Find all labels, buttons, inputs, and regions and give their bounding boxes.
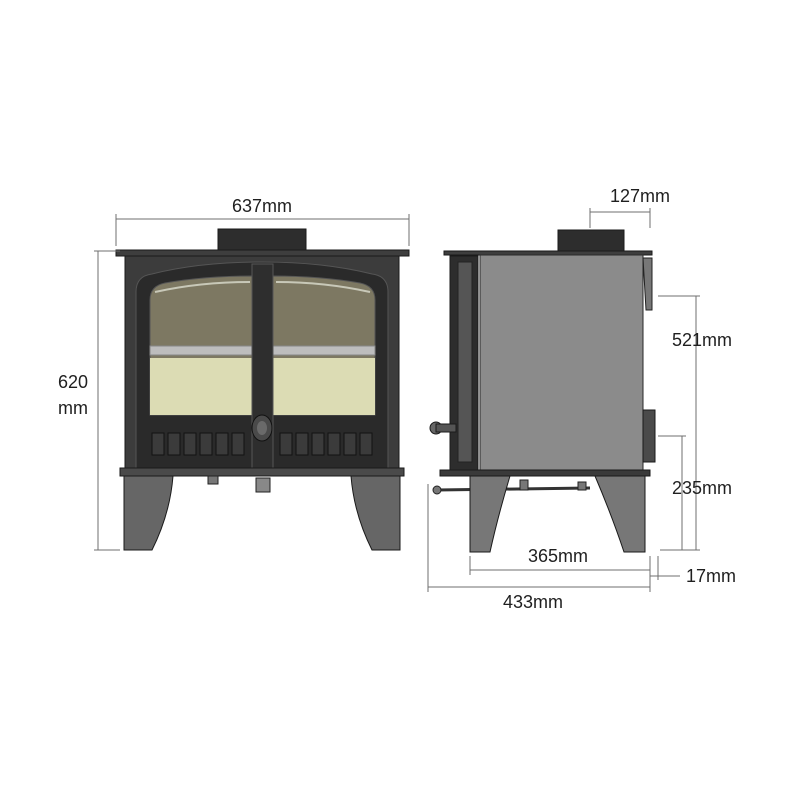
front-base-plate — [119, 467, 405, 477]
leg-depth-label: 365mm — [528, 546, 589, 566]
flue-width-label: 127mm — [610, 186, 671, 206]
side-body — [479, 254, 644, 471]
side-view — [429, 229, 656, 553]
front-view — [115, 228, 410, 551]
dimension-lines — [94, 208, 700, 592]
front-right-leg — [350, 475, 401, 551]
side-rear-outlet — [642, 409, 656, 463]
side-front-leg — [469, 475, 511, 553]
front-left-airwash-bar — [149, 345, 253, 356]
front-right-airwash-bar — [272, 345, 376, 356]
front-left-leg — [123, 475, 174, 551]
front-left-glass-lower — [150, 358, 252, 415]
front-top-plate — [115, 249, 410, 257]
side-flue-collar — [557, 229, 625, 253]
front-width-label: 637mm — [232, 196, 293, 216]
rear-clearance-label: 17mm — [686, 566, 737, 586]
front-riddle-control — [255, 477, 271, 493]
side-rear-bracket — [642, 257, 653, 311]
front-right-glass-lower — [273, 358, 375, 415]
side-riddle-rod — [436, 486, 591, 492]
overall-depth-label: 433mm — [503, 592, 564, 612]
height-unit-label: mm — [58, 398, 88, 418]
front-lower-grille — [151, 432, 373, 456]
front-air-control — [207, 475, 219, 485]
side-top-plate — [443, 250, 653, 256]
flue-height-label: 521mm — [672, 330, 733, 350]
front-flue-collar — [217, 228, 307, 252]
side-base-plate — [439, 469, 651, 477]
rear-outlet-height-label: 235mm — [672, 478, 733, 498]
height-value-label: 620 — [58, 372, 89, 392]
side-rear-leg — [594, 475, 646, 553]
